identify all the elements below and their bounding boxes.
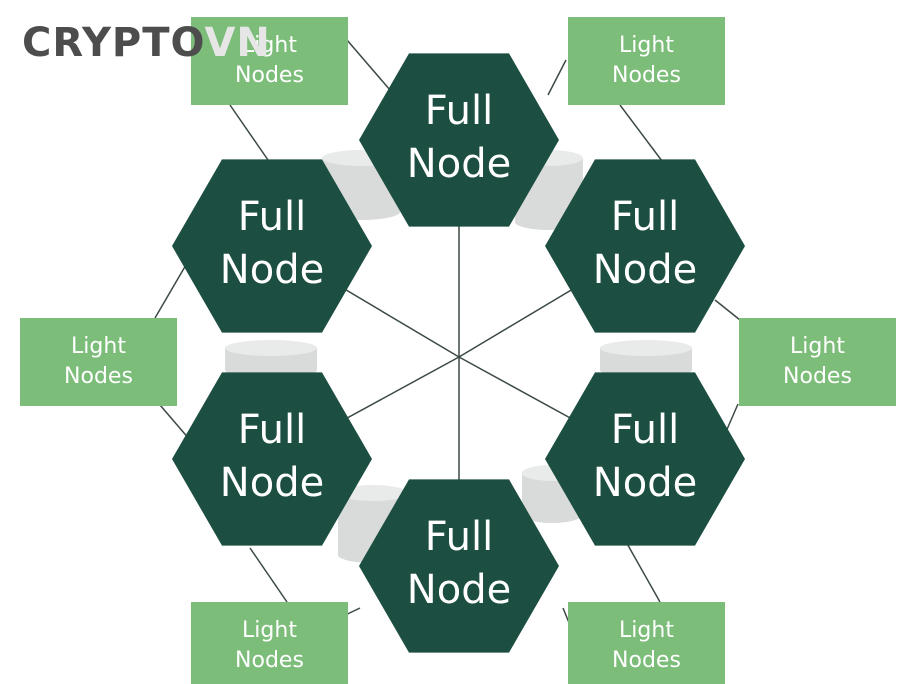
connector-line <box>619 104 666 166</box>
full-node-label-line2: Node <box>407 567 511 613</box>
full-node-hexagon-upper-left: Full Node <box>172 159 372 333</box>
full-node-label-line1: Full <box>425 88 493 134</box>
light-nodes-label-line1: Light <box>242 33 297 58</box>
connector-line <box>547 59 567 96</box>
light-nodes-label-line1: Light <box>790 334 845 359</box>
full-node-label-line1: Full <box>238 407 306 453</box>
full-node-hexagon-lower-right: Full Node <box>545 372 745 546</box>
database-cylinder-icon <box>225 340 317 378</box>
full-node-hexagon-lower-left: Full Node <box>172 372 372 546</box>
full-node-label-line2: Node <box>220 247 324 293</box>
connector-line <box>624 539 661 603</box>
light-nodes-label-line2: Nodes <box>235 63 304 88</box>
full-node-label-line2: Node <box>593 460 697 506</box>
light-nodes-label-line2: Nodes <box>235 648 304 673</box>
full-node-label-line1: Full <box>238 194 306 240</box>
light-nodes-box-top-right: Light Nodes <box>568 17 725 105</box>
light-nodes-box-bottom-left: Light Nodes <box>191 602 348 684</box>
light-nodes-box-top-left: Light Nodes <box>191 17 348 105</box>
light-nodes-box-middle-left: Light Nodes <box>20 318 177 406</box>
full-node-hexagon-upper-right: Full Node <box>545 159 745 333</box>
full-node-hexagon-top: Full Node <box>359 53 559 227</box>
light-nodes-label-line2: Nodes <box>612 648 681 673</box>
watermark-text-vn: VN <box>204 20 270 66</box>
light-nodes-box-middle-right: Light Nodes <box>739 318 896 406</box>
connector-line <box>154 257 191 319</box>
cryptovn-watermark-logo: CRYPTOVN <box>22 20 271 66</box>
connector-line <box>346 39 391 91</box>
light-nodes-label-line1: Light <box>619 618 674 643</box>
full-node-label-line1: Full <box>611 407 679 453</box>
light-nodes-label-line2: Nodes <box>783 364 852 389</box>
light-nodes-label-line1: Light <box>71 334 126 359</box>
light-nodes-label-line2: Nodes <box>612 63 681 88</box>
full-node-label-line2: Node <box>220 460 324 506</box>
full-node-label-line1: Full <box>611 194 679 240</box>
database-cylinder-icon <box>600 340 692 378</box>
full-node-label-line1: Full <box>425 514 493 560</box>
full-node-label-line2: Node <box>407 141 511 187</box>
connector-line <box>229 104 269 161</box>
light-nodes-label-line2: Nodes <box>64 364 133 389</box>
full-node-label-line2: Node <box>593 247 697 293</box>
light-nodes-label-line1: Light <box>619 33 674 58</box>
light-nodes-box-bottom-right: Light Nodes <box>568 602 725 684</box>
connector-line <box>714 299 741 321</box>
light-nodes-group: Light Nodes Light Nodes Light Nodes Ligh… <box>20 17 896 684</box>
watermark-text-crypto: CRYPTO <box>22 20 204 66</box>
light-nodes-label-line1: Light <box>242 618 297 643</box>
full-nodes-group: Full Node Full Node Full Node Full Node … <box>172 53 745 653</box>
connector-line <box>249 547 288 603</box>
full-node-hexagon-bottom: Full Node <box>359 479 559 653</box>
connector-line <box>159 404 191 441</box>
